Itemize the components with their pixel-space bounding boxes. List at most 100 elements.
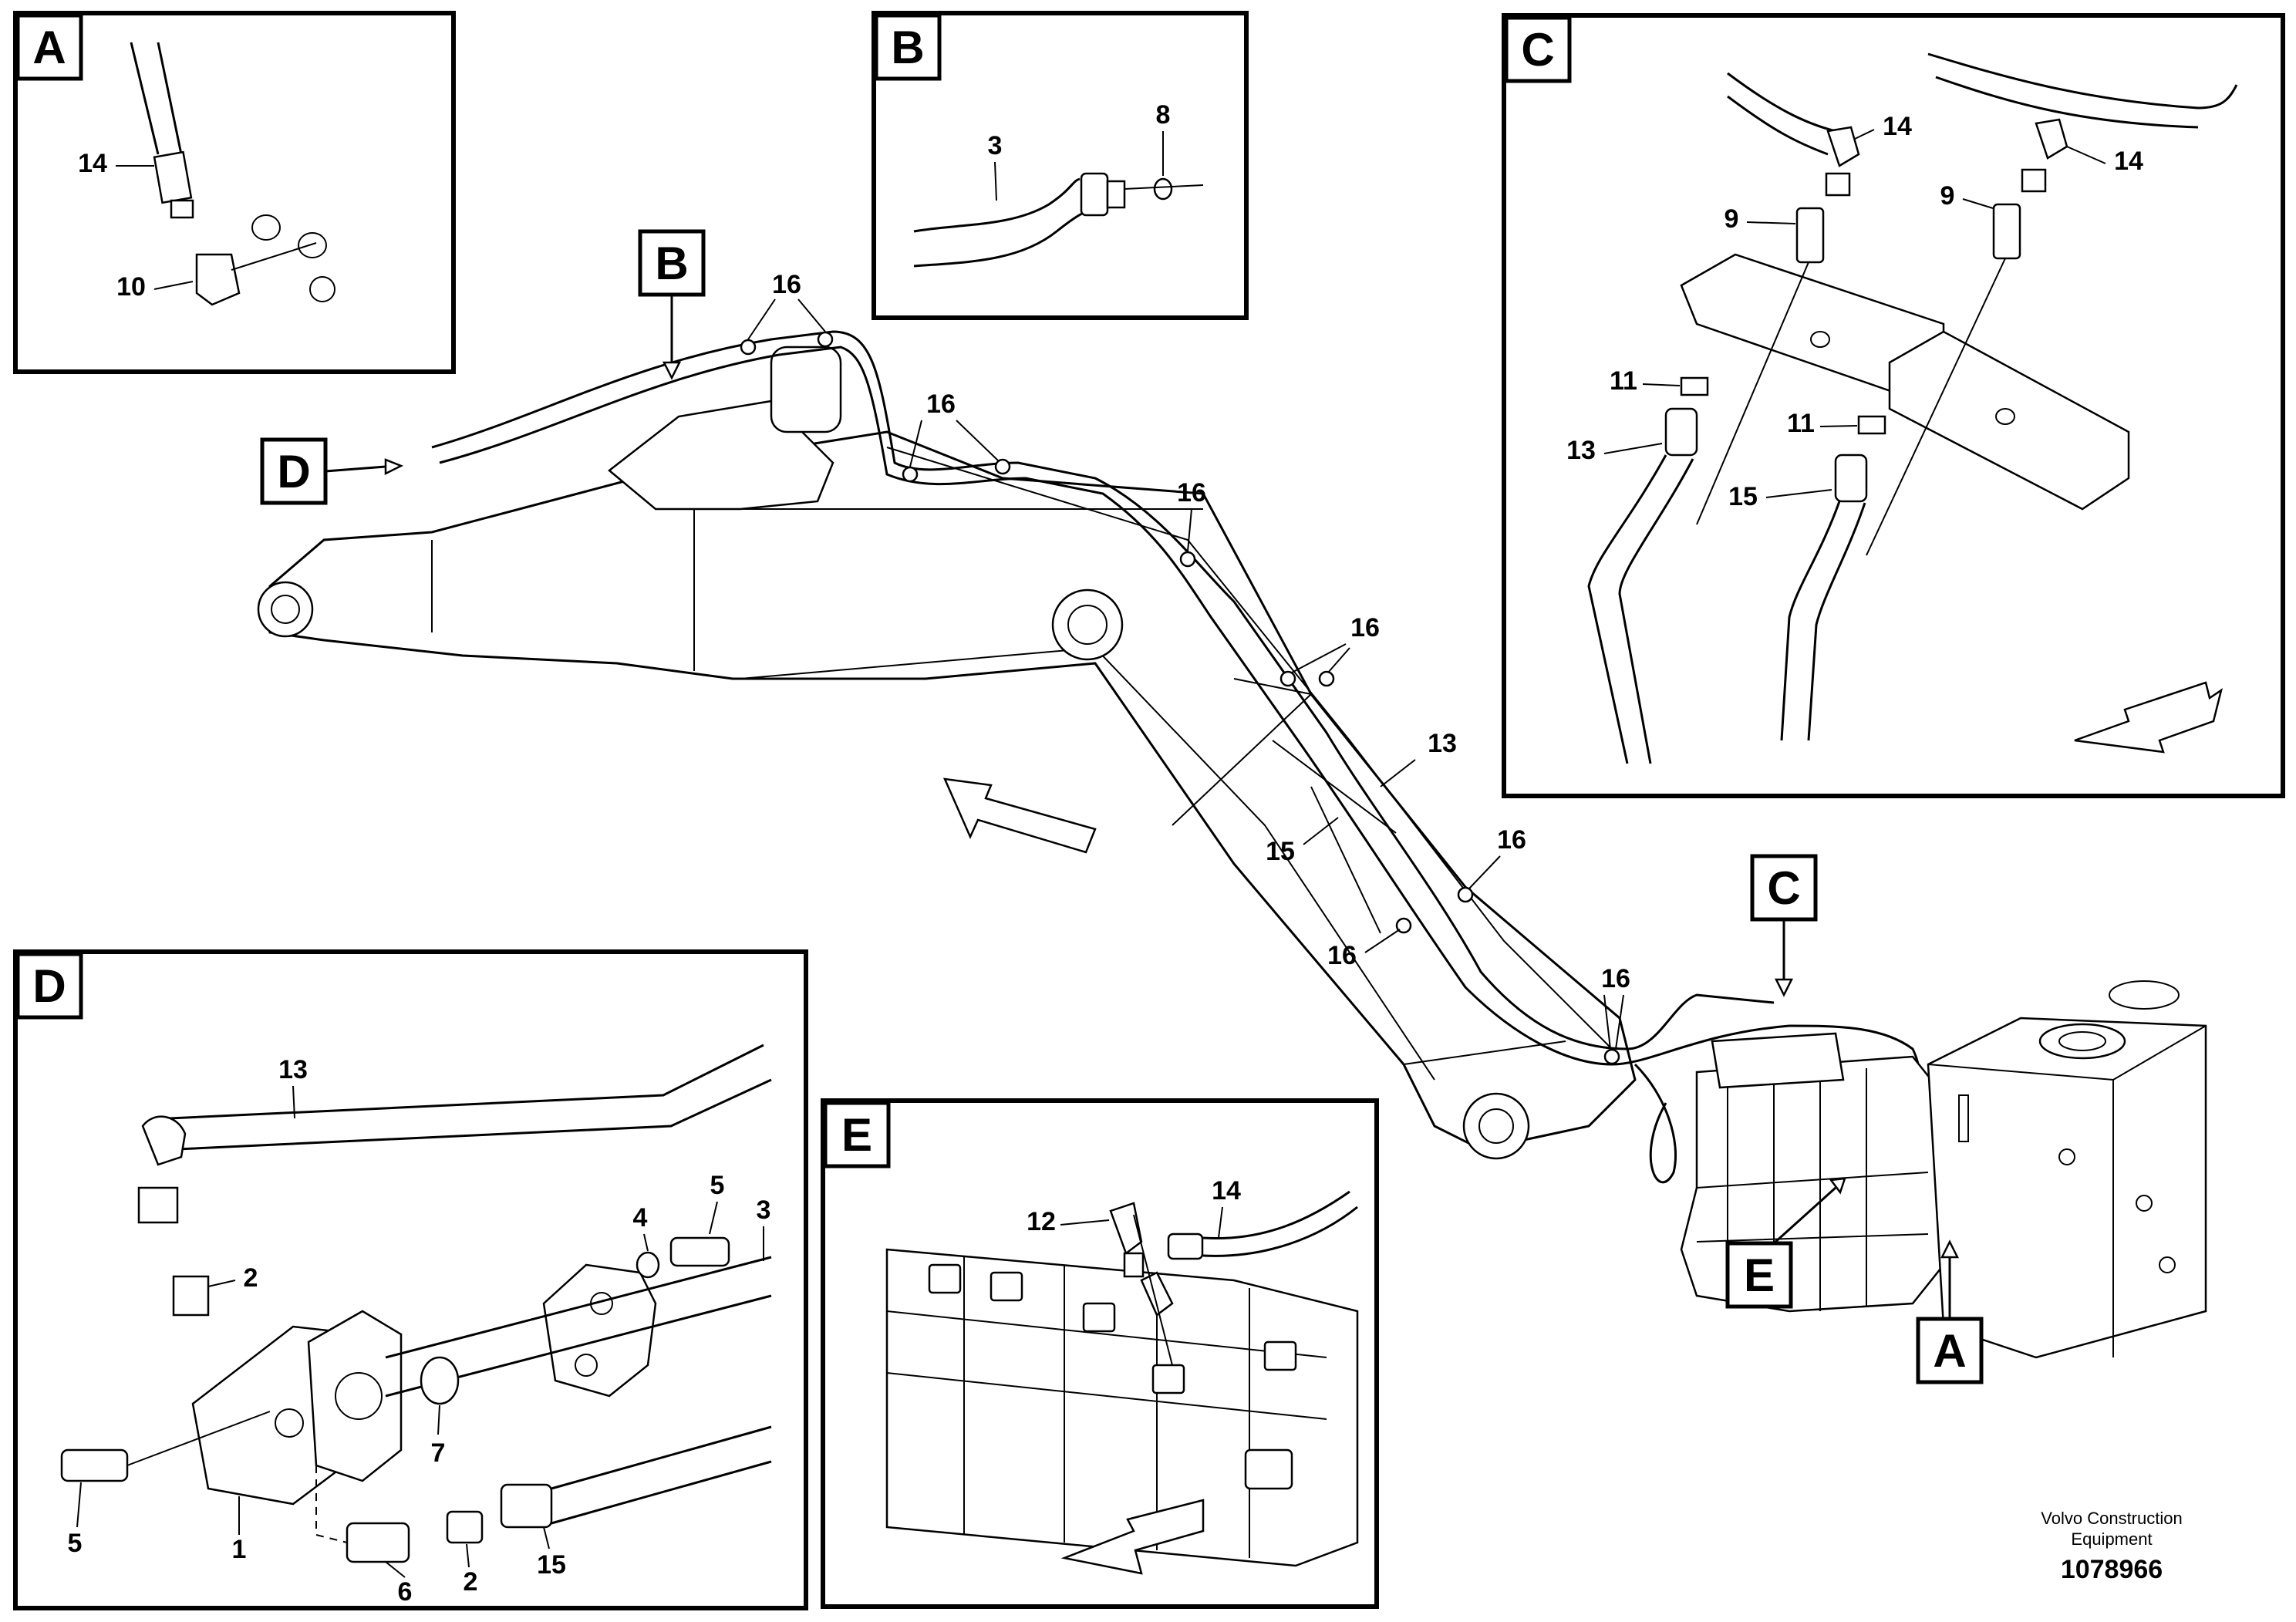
detail-panel-c: C 14 14 9 9 11 11 13 xyxy=(1502,13,2285,798)
clamp-16 xyxy=(1395,917,1412,934)
panel-d-letter-box xyxy=(15,952,83,1020)
panel-e-letter-box xyxy=(823,1101,891,1168)
panel-d-adapter-2 xyxy=(446,1510,484,1544)
boom-boss xyxy=(1051,588,1124,661)
panel-c-callout-11-leader xyxy=(1642,383,1681,386)
callout-16: 16 xyxy=(772,270,801,299)
panel-c-adapter-9 xyxy=(1992,203,2021,260)
panel-b-callout-3-leader xyxy=(994,161,997,201)
panel-d-callout-5: 5 xyxy=(68,1529,83,1558)
panel-d-frame xyxy=(13,949,808,1610)
panel-e-caps xyxy=(928,1263,1297,1490)
clamp-16 xyxy=(1318,670,1335,687)
panel-d-bolt-hole xyxy=(275,1408,304,1438)
clamp-16-main-group xyxy=(740,331,1620,1065)
panel-d-callout-2: 2 xyxy=(244,1263,258,1293)
panel-d-callout-2: 2 xyxy=(464,1567,478,1597)
panel-c-hose-top-right xyxy=(1927,52,2238,129)
panel-c-nut xyxy=(2021,168,2047,193)
panel-e-axis xyxy=(1133,1214,1173,1366)
panel-c-callout-11: 11 xyxy=(1787,409,1815,438)
panel-a-axis xyxy=(231,242,317,271)
boom-outline xyxy=(268,430,1637,1151)
tank-edges xyxy=(1927,1025,2207,1357)
clamp-16 xyxy=(817,331,834,348)
callout-16-leader xyxy=(1187,508,1192,552)
tag-E-label: E xyxy=(1744,1249,1775,1301)
panel-d-bolt-5 xyxy=(60,1448,129,1482)
boom-foot-pin-inner xyxy=(1478,1108,1514,1144)
detail-panel-d: D 13 2 5 4 3 5 xyxy=(13,949,808,1610)
panel-d-port xyxy=(335,1372,383,1420)
panel-b-fitting-nut xyxy=(1106,180,1126,209)
callout-16-leader xyxy=(1364,929,1401,953)
tag-B-arrowhead xyxy=(662,361,682,380)
panel-e-fitting-14 xyxy=(1167,1233,1204,1260)
panel-c-adapter-9 xyxy=(1795,207,1825,264)
panel-a-letter-box xyxy=(15,13,83,81)
panel-c-callout-14-leader xyxy=(2066,146,2106,164)
callout-16-leader xyxy=(1291,643,1350,673)
panel-c-plate-hole xyxy=(1810,331,1830,348)
panel-d-callout-6: 6 xyxy=(398,1577,413,1607)
panel-b-callout-3: 3 xyxy=(988,131,1003,160)
panel-c-callout-11: 11 xyxy=(1610,366,1637,396)
panel-b-frame xyxy=(872,11,1249,320)
panel-e-hose-14 xyxy=(1202,1190,1358,1257)
callout-16-leader xyxy=(1603,994,1624,1050)
panel-d-callout-7: 7 xyxy=(431,1438,446,1468)
tank-cap xyxy=(2038,1023,2126,1060)
control-valve-section-lines xyxy=(1696,1068,1929,1311)
panel-d-dashed-line xyxy=(315,1465,348,1543)
boom-foot-pin xyxy=(1462,1092,1530,1160)
tag-D-arrowhead xyxy=(384,458,404,476)
clamp-16 xyxy=(902,466,919,483)
callout-16: 16 xyxy=(1497,825,1526,855)
tank-bolt xyxy=(2058,1148,2075,1165)
panel-c-nut xyxy=(1825,172,1851,197)
tag-D-leader xyxy=(325,465,386,473)
panel-c-callout-14-leader xyxy=(1854,129,1875,140)
panel-d-callout-15-leader xyxy=(543,1526,550,1549)
panel-d-callout-13-leader xyxy=(292,1085,295,1119)
main-tag-A: A xyxy=(1916,1239,1984,1384)
callout-15-leader xyxy=(1303,817,1339,845)
panel-c-flange-plate xyxy=(1888,330,2130,511)
panel-b-axis xyxy=(1124,184,1204,190)
tag-D-label: D xyxy=(277,446,310,497)
boom-inner-line-1 xyxy=(431,478,1203,671)
panel-d-fitting-15 xyxy=(500,1483,553,1529)
panel-e-callout-14-leader xyxy=(1218,1206,1223,1239)
tank-bolt xyxy=(2159,1256,2176,1273)
credit-block: Volvo Construction Equipment 1078966 xyxy=(2041,1509,2182,1584)
panel-e-callout-12: 12 xyxy=(1027,1207,1056,1236)
panel-e-cap xyxy=(928,1263,962,1294)
panel-c-callout-13: 13 xyxy=(1566,436,1596,465)
boom-boss-inner xyxy=(1067,605,1108,645)
panel-c-elbow-14-left xyxy=(1826,126,1860,167)
panel-a-callout-14: 14 xyxy=(78,149,107,178)
panel-c-callout-9-leader xyxy=(1962,198,1994,209)
panel-b-letter-box xyxy=(874,13,942,81)
panel-c-callout-15-leader xyxy=(1765,489,1832,498)
panel-d-bolt-hole xyxy=(575,1354,598,1377)
callout-16: 16 xyxy=(1601,964,1630,993)
panel-d-adapter-2 xyxy=(172,1275,210,1317)
panel-d-callout-1: 1 xyxy=(232,1535,247,1564)
main-tag-C: C xyxy=(1750,854,1818,997)
panel-c-callout-9-leader xyxy=(1746,221,1796,224)
clamp-16 xyxy=(994,458,1011,475)
panel-d-callout-4-leader xyxy=(643,1233,649,1252)
control-valve xyxy=(1680,1032,1945,1313)
panel-c-callout-9: 9 xyxy=(1725,204,1739,234)
main-tag-D: D xyxy=(260,437,404,505)
panel-d-elbow xyxy=(141,1115,187,1166)
panel-b-tube-3 xyxy=(913,177,1092,268)
clamp-16 xyxy=(1179,551,1196,568)
panel-d-callout-5-leader xyxy=(709,1201,718,1235)
panel-c-callout-9: 9 xyxy=(1940,181,1955,211)
callout-13: 13 xyxy=(1428,729,1457,758)
company-subname: Equipment xyxy=(2071,1529,2152,1549)
panel-d-oring-7 xyxy=(420,1356,460,1405)
